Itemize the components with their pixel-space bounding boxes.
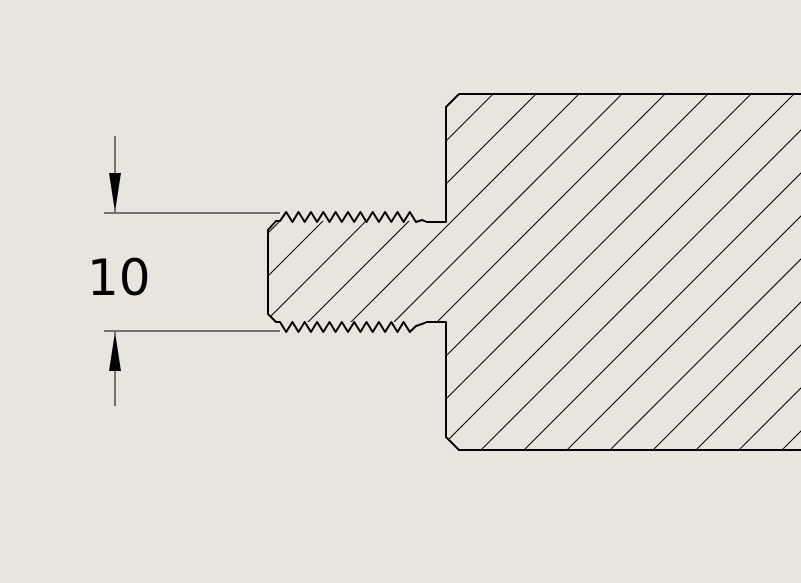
hatch-line [268, 94, 416, 450]
part-outline [267, 93, 801, 451]
hatch-line [268, 94, 588, 450]
hatch-line [287, 94, 801, 450]
hatch-line [268, 94, 674, 450]
dimension-value: 10 [87, 249, 151, 307]
hatch-line [268, 94, 631, 450]
hatch-line [268, 94, 545, 450]
hatch-line [545, 94, 801, 450]
dimension-arrow-bottom [109, 332, 121, 371]
hatch-line [268, 94, 502, 450]
hatch-line [330, 94, 801, 450]
hatch-line [760, 94, 801, 450]
hatch-line [268, 94, 760, 450]
hatch-line [502, 94, 801, 450]
hatch-line [373, 94, 801, 450]
hatch-line [268, 94, 801, 450]
hatch-line [674, 94, 801, 450]
hatch-line [268, 94, 801, 450]
hatch-line [268, 94, 717, 450]
hatch-line [717, 94, 801, 450]
hatch-line [459, 94, 801, 450]
hatch-line [268, 94, 459, 450]
hatch-line [631, 94, 801, 450]
hatch-line [268, 94, 330, 450]
hatch-line [416, 94, 801, 450]
dimension-arrow-top [109, 173, 121, 212]
hatch-line [268, 94, 373, 450]
